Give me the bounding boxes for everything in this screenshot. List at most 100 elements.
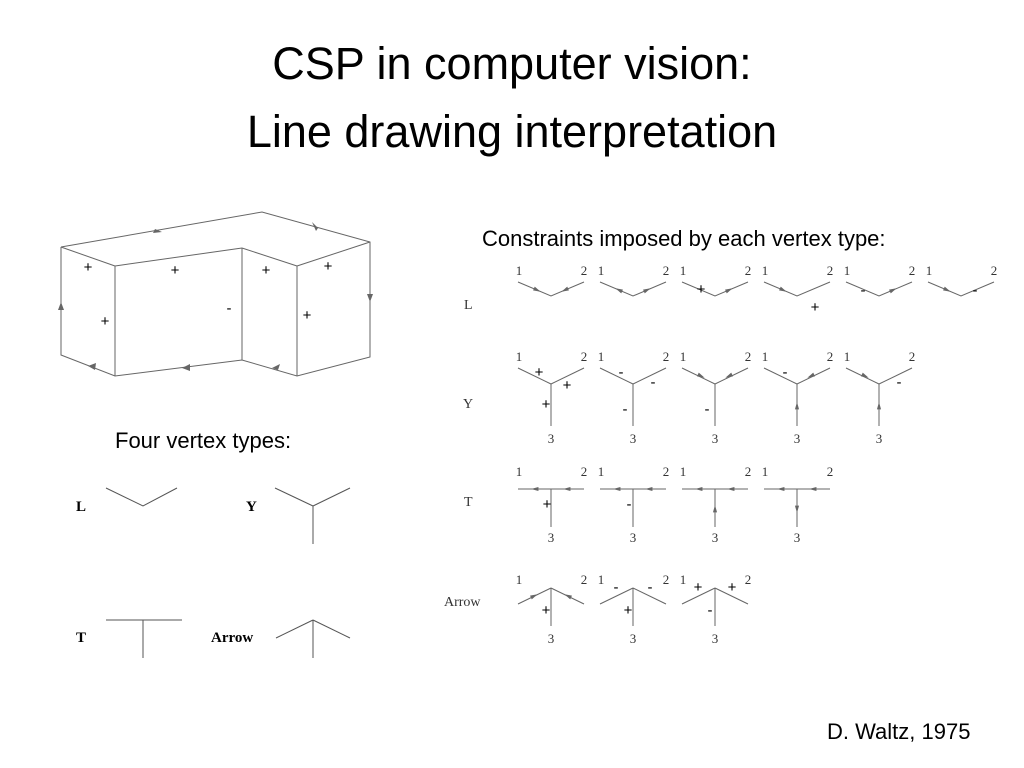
edge-direction-arrow <box>861 372 869 378</box>
block-edges <box>58 211 373 377</box>
edge-direction-arrow <box>643 288 651 294</box>
y-vertex-icon <box>274 487 351 544</box>
edge-direction-arrow <box>564 594 572 600</box>
edge-direction-arrow <box>712 505 718 513</box>
junction-number: 3 <box>794 530 801 545</box>
junction-number: 3 <box>630 631 637 646</box>
junction-number: 2 <box>745 263 752 278</box>
slide-title-line-2: Line drawing interpretation <box>246 106 778 157</box>
edge-direction-arrow <box>876 402 882 410</box>
edge-direction-arrow <box>563 486 571 492</box>
junction-number: 2 <box>581 349 588 364</box>
edge-direction-arrow <box>695 486 703 492</box>
junction-number: 2 <box>663 464 670 479</box>
junction-number: 3 <box>548 431 555 446</box>
junction-number: 3 <box>712 631 719 646</box>
junction-label: - <box>708 602 713 619</box>
block-edge-labels: + + + + + - + <box>84 258 333 330</box>
junction-number: 2 <box>745 464 752 479</box>
edge-label: + <box>171 262 180 279</box>
junction-number: 1 <box>762 464 769 479</box>
citation-credit: D. Waltz, 1975 <box>827 719 971 744</box>
junction-label: + <box>624 602 633 619</box>
junction-number: 1 <box>598 263 605 278</box>
junction-number: 2 <box>663 349 670 364</box>
edge-direction-arrow <box>531 486 539 492</box>
arrow-vertex-icon <box>275 619 351 658</box>
junction-number: 3 <box>794 431 801 446</box>
edge-direction-arrow <box>794 402 800 410</box>
edge-direction-arrow <box>725 288 733 294</box>
junction-number: 2 <box>581 464 588 479</box>
junction-label: - <box>897 374 902 391</box>
junction-number: 2 <box>581 572 588 587</box>
junction-number: 1 <box>844 349 851 364</box>
vertex-type-label-arrow: Arrow <box>211 630 253 646</box>
edge-direction-arrow <box>809 486 817 492</box>
edge-label: + <box>303 307 312 324</box>
edge-direction-arrow <box>727 486 735 492</box>
junction-label: - <box>973 282 978 299</box>
junction-number: 1 <box>680 572 687 587</box>
junction-number: 1 <box>680 263 687 278</box>
junction-label: - <box>705 401 710 418</box>
junction-number: 1 <box>516 464 523 479</box>
junction-number: 1 <box>680 464 687 479</box>
junction-label: + <box>728 579 737 596</box>
junction-label: + <box>542 396 551 413</box>
edge-direction-arrow <box>889 288 897 294</box>
edge-label: - <box>227 300 232 317</box>
junction-number: 1 <box>598 464 605 479</box>
junction-number: 3 <box>712 431 719 446</box>
junction-label: + <box>694 579 703 596</box>
edge-label: + <box>324 258 333 275</box>
junction-number: 2 <box>581 263 588 278</box>
edge-direction-arrow <box>615 288 623 294</box>
junction-number: 2 <box>663 263 670 278</box>
junction-number: 2 <box>909 263 916 278</box>
constraint-junction: 1 2 3 + +- <box>680 572 752 646</box>
edge-direction-arrow <box>725 372 733 378</box>
constraint-junction: 1 2 3 <box>762 464 834 545</box>
junction-number: 1 <box>762 263 769 278</box>
junction-label: + <box>543 496 552 513</box>
edge-direction-arrow <box>697 372 705 378</box>
edge-direction-arrow <box>779 286 787 292</box>
edge-label: + <box>84 259 93 276</box>
junction-number: 1 <box>516 572 523 587</box>
junction-label: + <box>697 281 706 298</box>
junction-number: 2 <box>745 572 752 587</box>
l-vertex-icon <box>105 487 178 507</box>
junction-number: 2 <box>827 464 834 479</box>
edge-direction-arrow <box>613 486 621 492</box>
junction-number: 1 <box>926 263 933 278</box>
junction-number: 3 <box>876 431 883 446</box>
edge-direction-arrow <box>807 372 815 378</box>
edge-label: + <box>262 262 271 279</box>
vertex-types-heading: Four vertex types: <box>115 428 292 453</box>
junction-number: 1 <box>598 349 605 364</box>
junction-number: 3 <box>630 431 637 446</box>
edge-direction-arrow <box>645 486 653 492</box>
vertex-type-label-t: T <box>76 630 86 646</box>
junction-label: + <box>563 377 572 394</box>
constraint-junction: 1 2- <box>926 263 998 299</box>
junction-label: - <box>651 374 656 391</box>
junction-number: 1 <box>516 349 523 364</box>
t-vertex-icon <box>106 619 182 658</box>
junction-number: 2 <box>991 263 998 278</box>
junction-number: 2 <box>827 349 834 364</box>
